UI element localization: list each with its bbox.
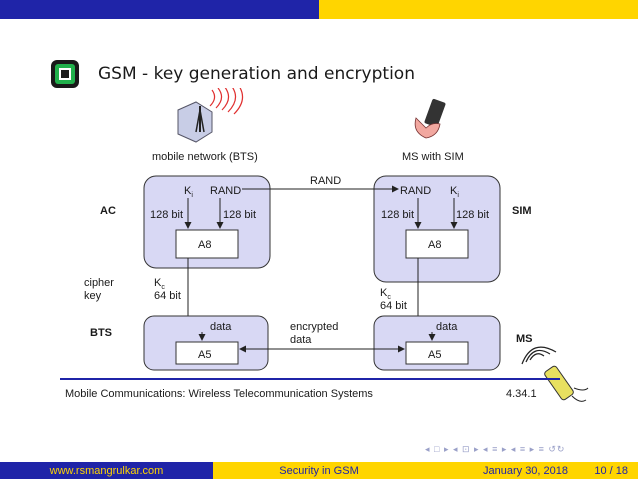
ms-label: MS <box>516 333 533 345</box>
ki-label-ac: Ki <box>184 185 193 199</box>
website-link[interactable]: www.rsmangrulkar.com <box>0 462 213 479</box>
bits128-sim-right: 128 bit <box>456 209 489 221</box>
a8-ac-label: A8 <box>198 239 211 251</box>
a5-bts-label: A5 <box>198 349 211 361</box>
bits128-ac-right: 128 bit <box>223 209 256 221</box>
cipher-label: cipher <box>84 277 114 289</box>
university-logo-icon <box>51 60 79 88</box>
date-page-segment: January 30, 2018 10 / 18 <box>425 462 638 479</box>
top-bar <box>0 0 638 19</box>
a8-ac <box>175 229 239 259</box>
encrypted-label: encrypted <box>290 321 338 333</box>
sim-box <box>373 175 501 283</box>
encrypted-data-label: data <box>290 334 312 346</box>
bits64-ac: 64 bit <box>154 290 181 302</box>
bts-label: BTS <box>90 327 112 339</box>
page-reference: 4.34.1 <box>506 388 537 400</box>
sim-label: SIM <box>512 205 532 217</box>
phone-in-hand-icon <box>414 98 446 139</box>
ki-label-sim: Ki <box>450 185 459 199</box>
rand-top-label: RAND <box>310 175 341 187</box>
kc-label-ac: Kc <box>154 277 165 291</box>
a5-bts <box>175 341 239 365</box>
top-bar-yellow <box>319 0 638 19</box>
mobile-phone-icon <box>521 346 589 402</box>
top-bar-blue <box>0 0 319 19</box>
key-label: key <box>84 290 102 302</box>
data-label-ms: data <box>436 321 458 333</box>
page-number: 10 / 18 <box>594 464 628 477</box>
page-title: GSM - key generation and encryption <box>98 64 415 84</box>
ac-label: AC <box>100 205 116 217</box>
kc-label-sim: Kc <box>380 287 391 301</box>
beamer-navigation[interactable]: ◂ □ ▸ ◂ ⊡ ▸ ◂ ≡ ▸ ◂ ≡ ▸ ≡ ↺↻ <box>425 444 566 454</box>
bts-tower-icon <box>177 88 244 143</box>
a8-sim-label: A8 <box>428 239 441 251</box>
a8-sim <box>405 229 469 259</box>
data-label-bts: data <box>210 321 232 333</box>
rand-label-sim: RAND <box>400 185 431 197</box>
ms-sim-label: MS with SIM <box>402 151 464 163</box>
section-title: Security in GSM <box>213 462 425 479</box>
source-footer: Mobile Communications: Wireless Telecomm… <box>65 388 373 400</box>
a5-ms-label: A5 <box>428 349 441 361</box>
key-generation-diagram: mobile network (BTS) MS with SIM AC Ki R… <box>84 88 589 402</box>
a5-ms <box>405 341 469 365</box>
footer-divider <box>60 378 560 380</box>
bits128-sim-left: 128 bit <box>381 209 414 221</box>
rand-label-ac: RAND <box>210 185 241 197</box>
bits64-sim: 64 bit <box>380 300 407 312</box>
network-label: mobile network (BTS) <box>152 151 258 163</box>
date: January 30, 2018 <box>483 464 569 477</box>
bits128-ac-left: 128 bit <box>150 209 183 221</box>
bottom-bar: www.rsmangrulkar.com Security in GSM Jan… <box>0 462 638 479</box>
